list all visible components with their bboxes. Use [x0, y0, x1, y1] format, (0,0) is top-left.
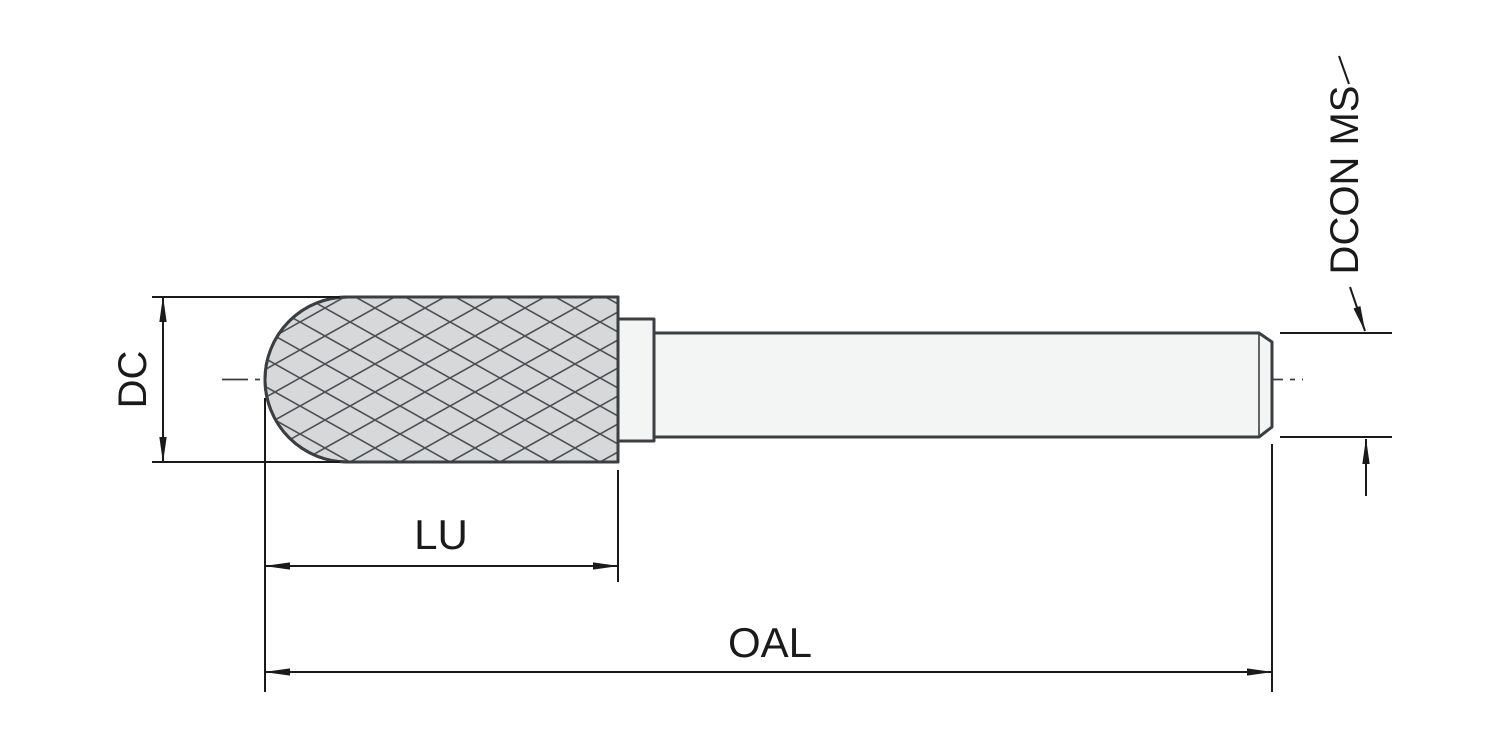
burr-collar	[616, 317, 656, 443]
burr-body	[263, 295, 1274, 464]
cutting-head-crosshatch	[263, 295, 620, 464]
dimension-oal: OAL	[264, 444, 1273, 692]
dimension-lu: LU	[264, 398, 619, 692]
lu-label: LU	[414, 511, 468, 558]
dcon-ms-label: DCON MS	[1323, 86, 1367, 275]
dimension-dcon-ms: DCON MS	[1280, 55, 1392, 496]
dcon-leader-arrow-top	[1349, 286, 1366, 332]
dimension-dc: DC	[111, 296, 340, 463]
dc-label: DC	[111, 351, 155, 409]
oal-label: OAL	[728, 619, 812, 666]
burr-shank	[652, 331, 1274, 439]
dcon-leader-upper-segment	[1338, 55, 1350, 85]
